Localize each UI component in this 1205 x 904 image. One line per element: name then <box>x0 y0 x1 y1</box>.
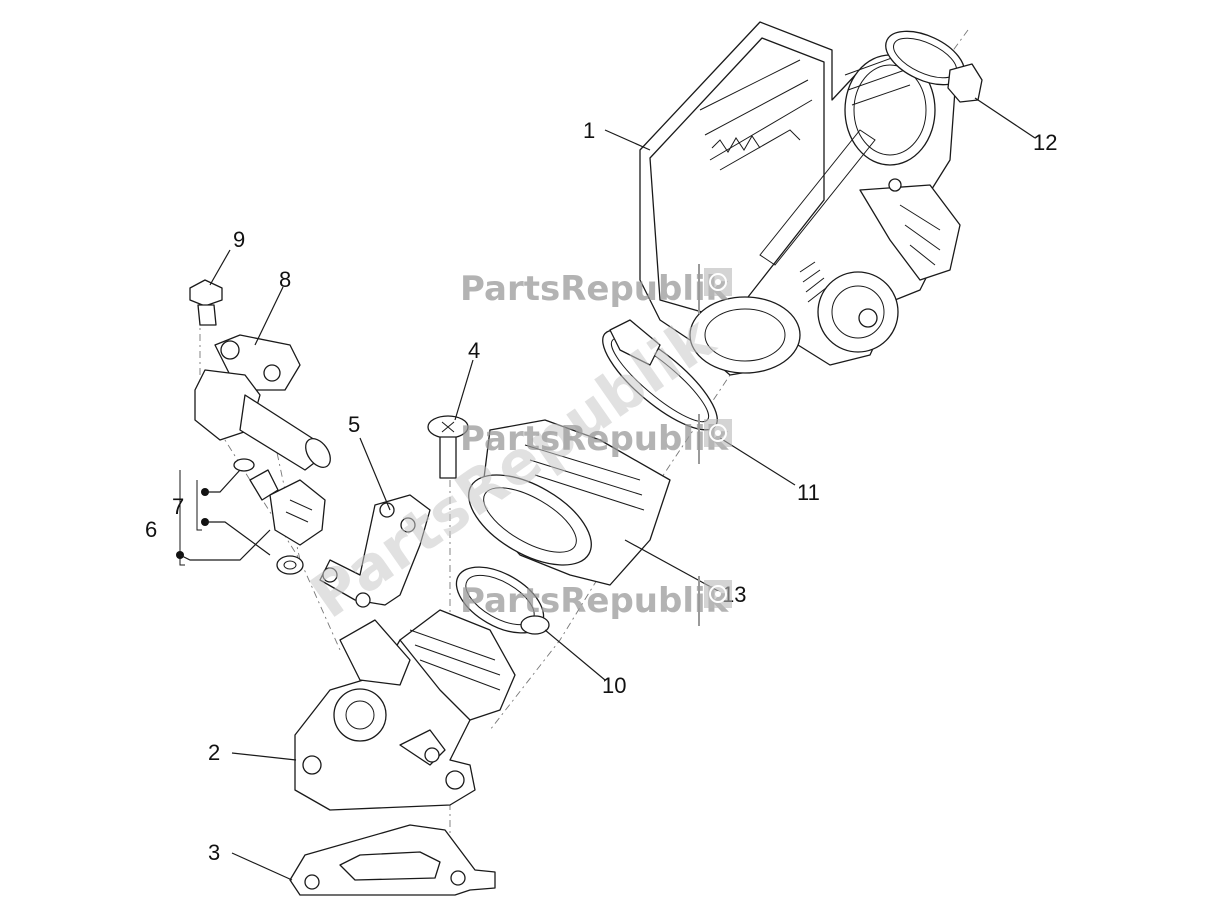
injector-8 <box>194 334 331 471</box>
label-part-6[interactable]: 6 <box>145 517 157 542</box>
part-numbers: 1 2 3 4 5 6 7 8 9 10 11 12 13 <box>145 118 1057 865</box>
gear-icon <box>704 580 732 608</box>
label-part-5[interactable]: 5 <box>348 412 360 437</box>
gear-icon <box>704 268 732 296</box>
gear-icon <box>704 419 732 447</box>
hose-clamp-11 <box>602 319 718 431</box>
label-part-12[interactable]: 12 <box>1033 130 1057 155</box>
gasket-3 <box>289 824 496 896</box>
sensor-6 <box>233 458 326 575</box>
label-part-2[interactable]: 2 <box>208 740 220 765</box>
hose-clamp-10 <box>455 566 550 635</box>
label-part-3[interactable]: 3 <box>208 840 220 865</box>
leader-lines <box>209 97 1036 881</box>
watermark-3: PartsRepublik <box>460 576 732 626</box>
watermark-1: PartsRepublik <box>460 264 732 314</box>
label-part-1[interactable]: 1 <box>583 118 595 143</box>
label-part-4[interactable]: 4 <box>468 338 480 363</box>
group-bracket <box>176 469 271 566</box>
label-part-8[interactable]: 8 <box>279 267 291 292</box>
intake-manifold <box>294 609 516 811</box>
watermarks: PartsRepublik PartsRepublik PartsRepubli… <box>298 264 732 632</box>
watermark-text: PartsRepublik <box>460 581 730 621</box>
label-part-7[interactable]: 7 <box>172 494 184 519</box>
label-part-9[interactable]: 9 <box>233 227 245 252</box>
manifold-sleeve <box>468 419 671 586</box>
hose-clamp-12 <box>885 30 983 103</box>
bolt-9 <box>189 279 223 326</box>
screw-4 <box>427 415 469 479</box>
label-part-11[interactable]: 11 <box>797 480 820 505</box>
label-part-10[interactable]: 10 <box>602 673 626 698</box>
watermark-text: PartsRepublik <box>460 269 730 309</box>
watermark-2: PartsRepublik <box>460 414 732 464</box>
watermark-text: PartsRepublik <box>460 419 730 459</box>
